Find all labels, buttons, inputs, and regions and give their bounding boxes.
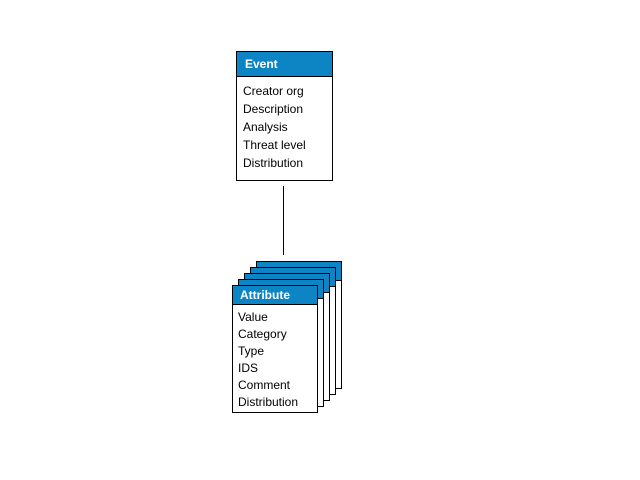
attribute-card-title: Attribute <box>240 288 290 302</box>
event-field-distribution: Distribution <box>243 156 304 170</box>
attribute-field-type: Type <box>238 344 265 358</box>
event-entity: Event Creator org Description Analysis T… <box>236 51 333 181</box>
attribute-field-category: Category <box>238 327 287 341</box>
attribute-stack: Attribute Value Category Type IDS Commen… <box>232 261 342 413</box>
event-entity-body: Creator org Description Analysis Threat … <box>237 77 332 172</box>
connector-line <box>283 186 284 255</box>
event-field-analysis: Analysis <box>243 120 288 134</box>
attribute-card-body: Value Category Type IDS Comment Distribu… <box>233 305 317 411</box>
attribute-field-distribution: Distribution <box>238 395 299 409</box>
attribute-card-header: Attribute <box>233 286 317 305</box>
event-entity-title: Event <box>245 57 278 71</box>
event-field-creator-org: Creator org <box>243 84 304 98</box>
attribute-field-comment: Comment <box>238 378 291 392</box>
event-entity-header: Event <box>237 52 332 77</box>
event-field-threat-level: Threat level <box>243 138 306 152</box>
attribute-field-value: Value <box>238 310 268 324</box>
event-field-description: Description <box>243 102 304 116</box>
attribute-card: Attribute Value Category Type IDS Commen… <box>232 285 318 413</box>
attribute-field-ids: IDS <box>238 361 259 375</box>
